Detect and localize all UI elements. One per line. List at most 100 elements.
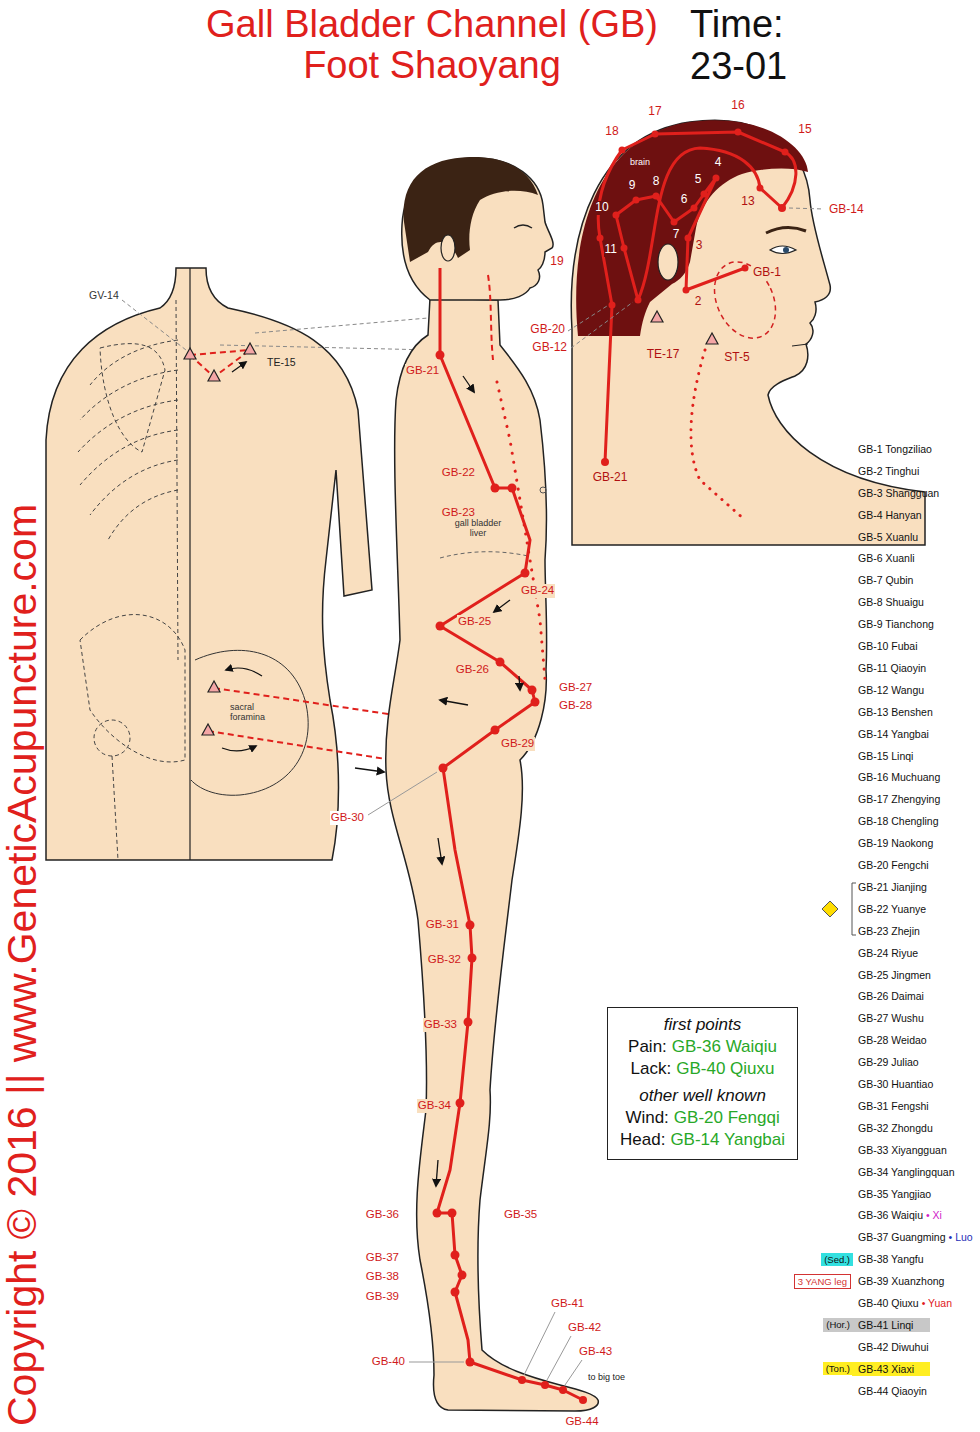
point-list-entry: GB-31 Fengshi (858, 1100, 929, 1112)
point-number: 3 (695, 239, 704, 253)
point-label: GB-40 (371, 1355, 406, 1368)
point-number: 9 (628, 179, 637, 193)
point-list-entry: GB-19 Naokong (858, 837, 933, 849)
point-number: 8 (652, 175, 661, 189)
point-category: • Luo (949, 1231, 973, 1243)
point-list-entry: GB-4 Hanyan (858, 509, 922, 521)
point-number: 18 (604, 125, 619, 139)
legend-text: GB-14 Yangbai (670, 1129, 785, 1151)
tag-text: 3 YANG leg (798, 1276, 847, 1287)
point-list-entry: GB-38 Yangfu (858, 1253, 924, 1265)
legend-text: GB-20 Fengqi (674, 1107, 780, 1129)
point-label: GB-28 (558, 699, 593, 712)
head-inset (568, 120, 925, 545)
point-number: 5 (694, 173, 703, 187)
point-category: • Yuan (922, 1297, 952, 1309)
point-list-entry: GB-2 Tinghui (858, 465, 919, 477)
point-label: GB-32 (427, 953, 462, 966)
point-list-entry: GB-33 Xiyangguan (858, 1144, 947, 1156)
point-label: GB-44 (564, 1415, 599, 1428)
point-list-entry: GB-44 Qiaoyin (858, 1385, 927, 1397)
point-number: 10 (594, 201, 609, 215)
point-label: GB-39 (365, 1290, 400, 1303)
point-number: TE-17 (646, 348, 681, 362)
point-list-entry: GB-18 Chengling (858, 815, 939, 827)
point-number: 2 (694, 295, 703, 309)
point-list-entry: GB-36 Waiqiu (858, 1209, 923, 1221)
legend-text: first points (664, 1014, 741, 1036)
tag-box: (Ton.) (823, 1362, 853, 1375)
point-label: GB-27 (558, 681, 593, 694)
legend-text: Wind: (625, 1107, 668, 1129)
point-list-entry: GB-1 Tongziliao (858, 443, 932, 455)
point-list-entry: GB-24 Riyue (858, 947, 918, 959)
point-list-entry: GB-17 Zhengying (858, 793, 940, 805)
point-list-entry: GB-39 Xuanzhong (858, 1275, 944, 1287)
tag-text: (Hor.) (826, 1319, 850, 1330)
point-list-entry: GB-41 Linqi (858, 1319, 913, 1331)
point-label: GB-31 (425, 918, 460, 931)
region-note: to big toe (588, 1372, 625, 1382)
point-list-entry: GB-23 Zhejin (858, 925, 920, 937)
point-list-entry: GB-22 Yuanye (858, 903, 926, 915)
point-list-entry: GB-42 Diwuhui (858, 1341, 929, 1353)
point-number: ST-5 (723, 351, 750, 365)
tag-text: (Sed.) (824, 1254, 850, 1265)
point-number: GB-20 (529, 323, 566, 337)
first-points-box: first pointsPain:GB-36 WaiqiuLack:GB-40 … (607, 1007, 798, 1160)
point-list-entry: GB-30 Huantiao (858, 1078, 933, 1090)
point-label: GB-42 (567, 1321, 602, 1334)
copyright-watermark: Copyright © 2016 || www.GeneticAcupunctu… (2, 504, 43, 1426)
point-list-entry: GB-10 Fubai (858, 640, 918, 652)
legend-row: other well known (620, 1085, 785, 1107)
point-number: 19 (549, 255, 564, 269)
point-list-entry: GB-26 Daimai (858, 990, 924, 1002)
point-list-entry: GB-27 Wushu (858, 1012, 924, 1024)
legend-row: Head:GB-14 Yangbai (620, 1129, 785, 1151)
legend-text: Pain: (628, 1036, 667, 1058)
tag-box: 3 YANG leg (794, 1274, 851, 1289)
point-label: GB-37 (365, 1251, 400, 1264)
point-list-entry: GB-11 Qiaoyin (858, 662, 926, 674)
point-label: GB-34 (417, 1099, 452, 1112)
region-note: gall bladder liver (450, 518, 506, 539)
tag-box: (Sed.) (821, 1253, 853, 1266)
point-label: GB-41 (550, 1297, 585, 1310)
point-label: GB-36 (365, 1208, 400, 1221)
point-label: GB-33 (423, 1018, 458, 1031)
point-number: 16 (730, 99, 745, 113)
point-list-entry: GB-6 Xuanli (858, 552, 915, 564)
legend-text: other well known (639, 1085, 766, 1107)
legend-row: Lack:GB-40 Qiuxu (620, 1058, 785, 1080)
legend-text: GB-40 Qiuxu (676, 1058, 774, 1080)
legend-row: Wind: GB-20 Fengqi (620, 1107, 785, 1129)
legend-row: Pain:GB-36 Waiqiu (620, 1036, 785, 1058)
legend-text: Lack: (631, 1058, 672, 1080)
time-label: Time: (690, 3, 784, 47)
point-number: 15 (797, 123, 812, 137)
point-list-entry: GB-25 Jingmen (858, 969, 931, 981)
point-list-entry: GB-15 Linqi (858, 750, 913, 762)
point-list-entry: GB-13 Benshen (858, 706, 933, 718)
point-list-entry: GB-37 Guangming (858, 1231, 946, 1243)
point-number: 11 (604, 243, 618, 257)
point-number: 13 (740, 195, 755, 209)
point-list-entry: GB-3 Shangguan (858, 487, 939, 499)
point-list-entry: GB-29 Juliao (858, 1056, 919, 1068)
point-label: GB-21 (405, 364, 440, 377)
legend-text: Head: (620, 1129, 665, 1151)
side-view-figure (355, 157, 598, 1411)
legend-row: first points (620, 1014, 785, 1036)
point-number: 7 (672, 228, 681, 242)
point-number: 6 (680, 193, 689, 207)
point-label: GB-43 (578, 1345, 613, 1358)
point-label: GB-35 (503, 1208, 538, 1221)
point-number: GB-12 (531, 341, 568, 355)
point-label: GB-29 (500, 737, 535, 750)
point-list-entry: GB-9 Tianchong (858, 618, 934, 630)
tag-text: (Ton.) (826, 1363, 850, 1374)
region-note: brain (629, 157, 651, 167)
point-label: GB-25 (457, 615, 492, 628)
point-label: GB-22 (441, 466, 476, 479)
point-number: GB-1 (752, 266, 782, 280)
